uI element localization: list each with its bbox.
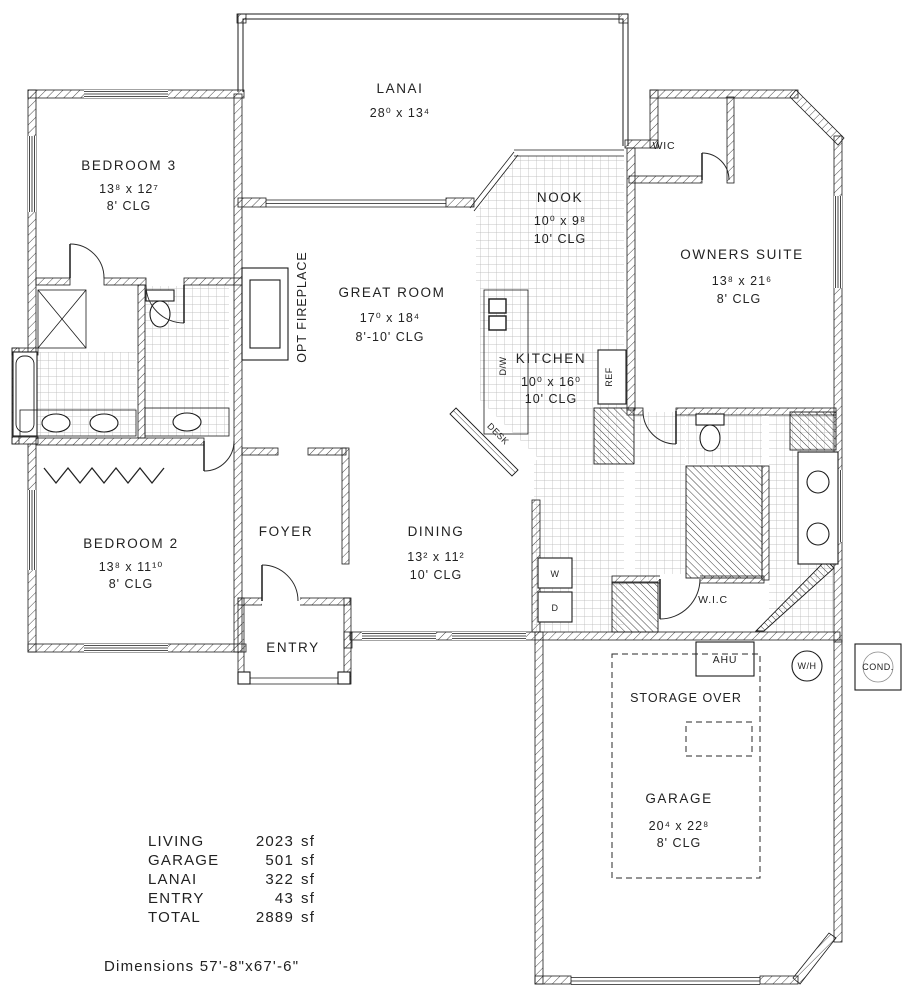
vanity-owners — [797, 451, 839, 565]
wic-master-label: W.I.C — [698, 594, 728, 606]
nook-dims: 10⁰ x 9⁸ — [534, 214, 586, 228]
toilet-tank — [695, 413, 725, 426]
opt-fireplace-label: OPT FIREPLACE — [295, 251, 309, 362]
linen — [789, 411, 837, 451]
great-room-clg: 8'-10' CLG — [356, 330, 425, 344]
vanity-bath1 — [19, 409, 137, 437]
toilet-bowl — [699, 424, 721, 452]
owners-suite-dims: 13⁸ x 21⁶ — [712, 274, 772, 288]
entry-label: ENTRY — [266, 640, 320, 655]
area-row-label: ENTRY — [148, 890, 205, 907]
water-heater-label: W/H — [798, 661, 817, 671]
stairs — [685, 465, 763, 579]
fixtures — [12, 267, 902, 879]
area-row-label: GARAGE — [148, 852, 219, 869]
lanai-dims: 28⁰ x 13⁴ — [370, 106, 430, 120]
toilet-tank — [145, 289, 175, 302]
area-row-value: 43 — [275, 890, 294, 907]
refrigerator-box — [597, 349, 627, 405]
refrigerator-label: REF — [604, 367, 614, 387]
bedroom3-label: BEDROOM 3 — [81, 158, 176, 173]
closet-shelf-symbol — [43, 466, 165, 485]
lanai-label: LANAI — [376, 81, 423, 96]
overall-dimensions: Dimensions 57'-8"x67'-6" — [104, 958, 299, 975]
owners-suite-label: OWNERS SUITE — [680, 247, 803, 262]
dining-clg: 10' CLG — [410, 568, 462, 582]
kitchen-counter — [483, 289, 529, 435]
door-gaps — [262, 574, 700, 606]
area-row-unit: sf — [301, 871, 315, 888]
pantry — [593, 407, 635, 465]
kitchen-clg: 10' CLG — [525, 392, 577, 406]
nook-label: NOOK — [537, 190, 583, 205]
room-labels: LANAI 28⁰ x 13⁴ BEDROOM 3 13⁸ x 12⁷ 8' C… — [81, 81, 803, 850]
garage-label: GARAGE — [645, 791, 712, 806]
tub — [12, 351, 38, 437]
corner-shower-wall — [754, 559, 835, 632]
attic-access-outline — [685, 721, 753, 757]
storage-over-outline — [611, 653, 761, 879]
dining-dims: 13² x 11² — [407, 550, 464, 564]
condenser-label: COND. — [862, 662, 894, 672]
bedroom2-label: BEDROOM 2 — [83, 536, 178, 551]
dining-label: DINING — [408, 524, 465, 539]
doors — [69, 152, 730, 620]
ahu-box — [695, 641, 755, 677]
wic-upper-label: WIC — [653, 140, 676, 152]
sink-round — [806, 522, 830, 546]
hatched-blocks — [449, 407, 837, 633]
area-row-value: 322 — [265, 871, 294, 888]
area-row-label: LANAI — [148, 871, 197, 888]
sink-oval — [89, 413, 119, 433]
dishwasher-label: D/W — [498, 357, 508, 376]
owners-suite-clg: 8' CLG — [717, 292, 762, 306]
area-row-unit: sf — [301, 890, 315, 907]
great-room-label: GREAT ROOM — [338, 285, 445, 300]
water-heater-circle — [791, 650, 823, 682]
area-row-unit: sf — [301, 833, 315, 850]
area-row-label: TOTAL — [148, 909, 201, 926]
foyer-label: FOYER — [259, 524, 314, 539]
nook-clg: 10' CLG — [534, 232, 586, 246]
bedroom2-dims: 13⁸ x 11¹⁰ — [99, 560, 164, 574]
dryer-label: D — [552, 603, 559, 613]
storage-over-label: STORAGE OVER — [630, 691, 742, 705]
area-row-label: LIVING — [148, 833, 204, 850]
bedroom3-clg: 8' CLG — [107, 199, 152, 213]
area-row-value: 2889 — [256, 909, 294, 926]
shower — [37, 289, 87, 349]
washer-label: W — [551, 569, 560, 579]
area-table: LIVING 2023 sf GARAGE 501 sf LANAI 322 s… — [148, 833, 315, 926]
sink-oval — [41, 413, 71, 433]
kitchen-sink — [488, 298, 507, 314]
garage-dims: 20⁴ x 22⁸ — [649, 819, 710, 833]
desk-wall — [449, 407, 519, 477]
garage-clg: 8' CLG — [657, 836, 702, 850]
bedroom3-dims: 13⁸ x 12⁷ — [99, 182, 159, 196]
great-room-dims: 17⁰ x 18⁴ — [360, 311, 420, 325]
area-row-unit: sf — [301, 909, 315, 926]
sink-oval — [172, 412, 202, 432]
kitchen-label: KITCHEN — [516, 351, 586, 366]
area-row-value: 2023 — [256, 833, 294, 850]
washer-box — [537, 557, 573, 589]
dryer-box — [537, 591, 573, 623]
ahu-label: AHU — [713, 654, 738, 666]
sink-round — [806, 470, 830, 494]
area-row-value: 501 — [265, 852, 294, 869]
vanity-bath2 — [144, 407, 230, 437]
bedroom2-clg: 8' CLG — [109, 577, 154, 591]
kitchen-dims: 10⁰ x 16⁰ — [521, 375, 581, 389]
area-row-unit: sf — [301, 852, 315, 869]
